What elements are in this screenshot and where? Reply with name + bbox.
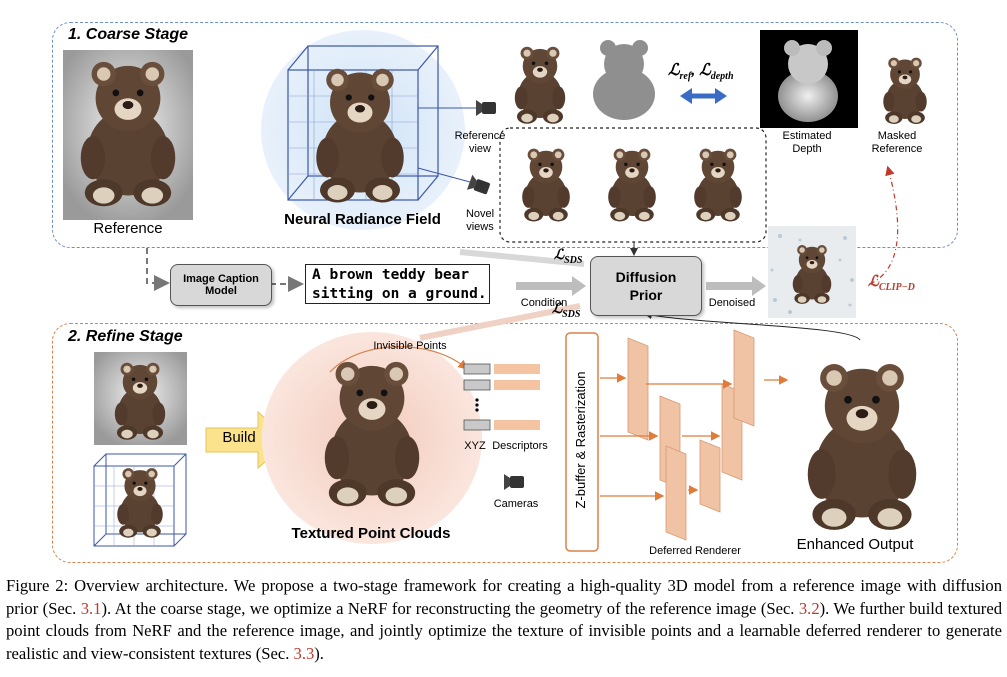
novel-camera-icon xyxy=(466,174,492,197)
diffusion-prior: Diffusion Prior xyxy=(590,256,702,316)
masked-reference-label: Masked Reference xyxy=(871,130,923,155)
reference-label: Reference xyxy=(93,220,163,237)
estimated-depth-label: Estimated Depth xyxy=(782,130,832,155)
nerf-label: Neural Radiance Field xyxy=(284,211,441,228)
refine-stage-title: 2. Refine Stage xyxy=(68,328,183,345)
cameras-icon xyxy=(504,474,524,490)
caption-prompt: A brown teddy bear sitting on a ground. xyxy=(305,264,490,304)
xyz-label: XYZ xyxy=(464,440,486,452)
refine-reference-image xyxy=(94,352,187,445)
masked-reference-image xyxy=(883,57,927,124)
enhanced-output-image xyxy=(807,364,917,530)
ref-sec-3-1[interactable]: 3.1 xyxy=(80,598,102,618)
ref-sec-3-3[interactable]: 3.3 xyxy=(293,643,315,663)
silhouette-render xyxy=(593,40,655,120)
denoised-image xyxy=(768,226,856,318)
refine-nerf-bear xyxy=(117,468,163,538)
invisible-points-label: Invisible Points xyxy=(373,340,447,352)
loss-clip-d: ℒCLIP−D xyxy=(868,274,915,293)
reference-view-label: Reference view xyxy=(454,130,506,155)
zbuffer-label: Z-buffer & Rasterization xyxy=(573,371,588,509)
coarse-stage-box xyxy=(52,22,958,248)
enhanced-output-label: Enhanced Output xyxy=(796,536,914,553)
reference-image xyxy=(63,50,193,220)
estimated-depth-image xyxy=(760,30,858,128)
reference-view-render xyxy=(514,46,566,124)
denoised-label: Denoised xyxy=(708,297,756,309)
deferred-renderer xyxy=(627,329,755,541)
double-arrow xyxy=(680,88,727,104)
loss-sds-top: ℒSDS xyxy=(554,248,583,266)
descriptors-table xyxy=(463,363,540,431)
reference-camera-icon xyxy=(476,100,496,116)
ref-sec-3-2[interactable]: 3.2 xyxy=(798,598,820,618)
zbuffer-box xyxy=(565,332,599,552)
deferred-renderer-label: Deferred Renderer xyxy=(649,545,741,557)
build-label: Build xyxy=(222,429,256,446)
coarse-stage-title: 1. Coarse Stage xyxy=(68,26,189,43)
textured-point-clouds-label: Textured Point Clouds xyxy=(291,525,451,542)
loss-sds-bottom: ℒSDS xyxy=(552,302,581,320)
figure-caption: Figure 2: Overview architecture. We prop… xyxy=(6,576,1002,663)
descriptors-label: Descriptors xyxy=(492,440,548,452)
cameras-label: Cameras xyxy=(493,498,539,510)
image-caption-model: Image Caption Model xyxy=(170,264,272,306)
novel-views-label: Novel views xyxy=(465,208,495,233)
loss-ref-depth: ℒref, ℒdepth xyxy=(668,62,734,83)
condition-label: Condition xyxy=(520,297,568,309)
